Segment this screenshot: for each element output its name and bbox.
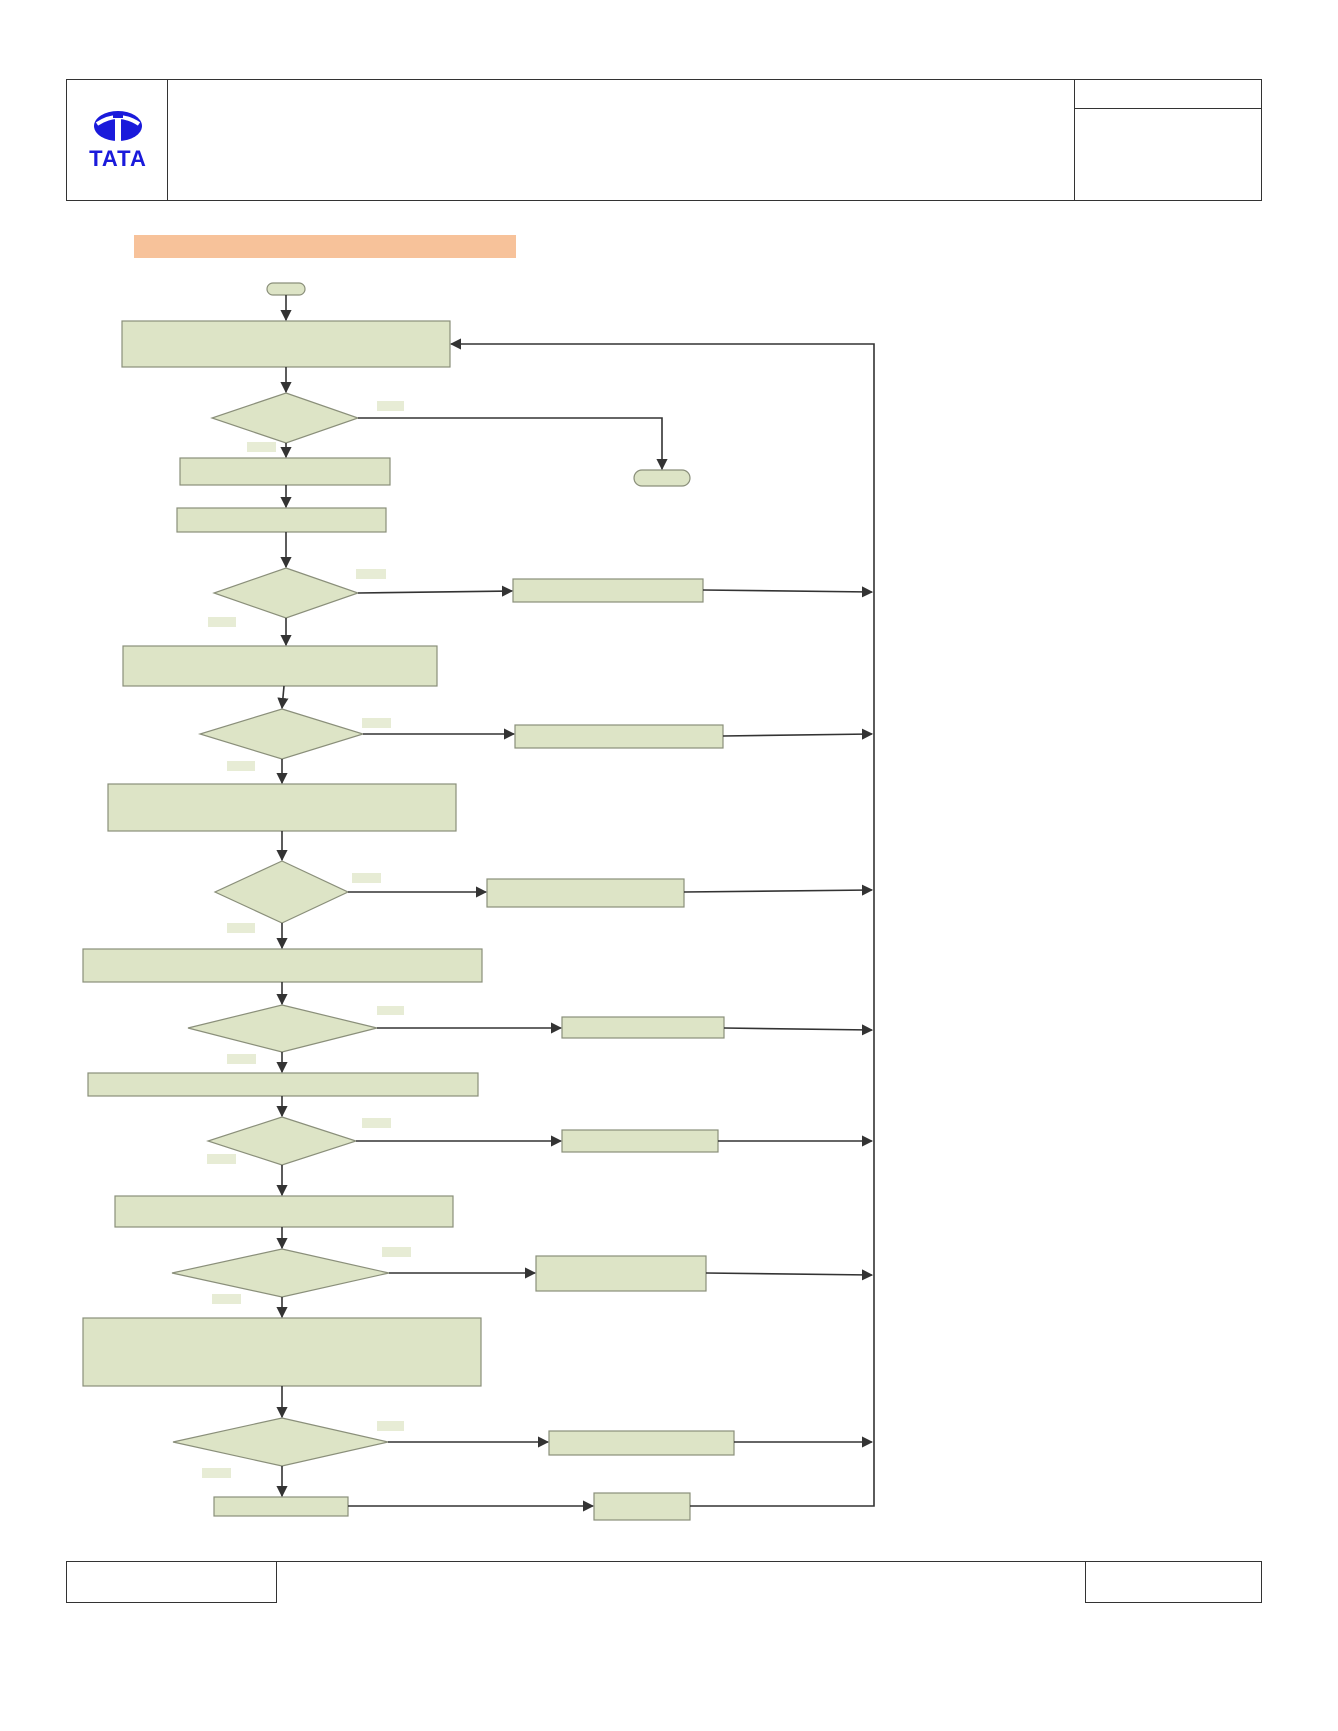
connector-arrow [683,884,874,896]
logo-wordmark: TATA [89,146,147,171]
connector-arrow [358,417,668,471]
decision-8 [172,1417,389,1467]
connector-arrow [723,1024,874,1036]
connector-arrow [702,586,874,598]
yes-label-chip [377,401,404,411]
yes-label-chip [362,1118,391,1128]
side-action-3 [486,878,685,908]
side-action-4 [561,1016,725,1039]
yes-label-chip [382,1247,411,1257]
side-action-2 [514,724,724,749]
connector-arrow [722,728,874,740]
no-label-chip [212,1294,241,1304]
yes-label-chip [352,873,381,883]
no-label-chip [227,923,255,933]
no-label-chip [227,761,255,771]
side-action-7 [548,1430,735,1456]
process-step-8 [114,1195,454,1228]
decision-5 [187,1004,378,1053]
no-label-chip [247,442,276,452]
connector-arrow [705,1269,874,1281]
no-label-chip [227,1054,256,1064]
no-label-chip [208,617,236,627]
header-meta-top-row [1075,80,1261,109]
process-step-5 [107,783,457,832]
tata-emblem-icon [94,111,142,142]
logo-cell: TATA [67,80,168,200]
side-action-6 [535,1255,707,1292]
start-terminator [266,282,306,296]
footer-rule [66,1561,1262,1562]
process-step-10 [213,1496,349,1517]
process-step-4 [122,645,438,687]
document-header: TATA [66,79,1262,201]
header-meta-cell [1074,80,1261,200]
loop-back-connector [449,338,875,1507]
side-action-5 [561,1129,719,1153]
yes-label-chip [377,1421,404,1431]
section-title-bar [134,235,516,258]
side-action-8 [593,1492,691,1521]
process-step-3 [176,507,387,533]
end-terminator [633,469,691,487]
yes-label-chip [362,718,391,728]
yes-label-chip [356,569,386,579]
yes-label-chip [377,1006,404,1015]
decision-4 [213,860,350,924]
decision-2 [212,567,360,619]
process-step-2 [179,457,391,486]
footer-left-box [66,1561,277,1603]
decision-7 [171,1248,390,1298]
process-step-7 [87,1072,479,1097]
decision-3 [197,708,366,760]
process-step-1 [121,320,451,368]
process-step-9 [82,1317,482,1387]
side-action-1 [512,578,704,603]
no-label-chip [207,1154,236,1164]
footer-right-box [1085,1561,1262,1603]
connector-arrow [277,685,289,710]
connector-arrow [357,585,514,597]
process-step-6 [82,948,483,983]
tata-logo: TATA [89,111,147,171]
decision-1 [210,392,360,444]
no-label-chip [202,1468,231,1478]
